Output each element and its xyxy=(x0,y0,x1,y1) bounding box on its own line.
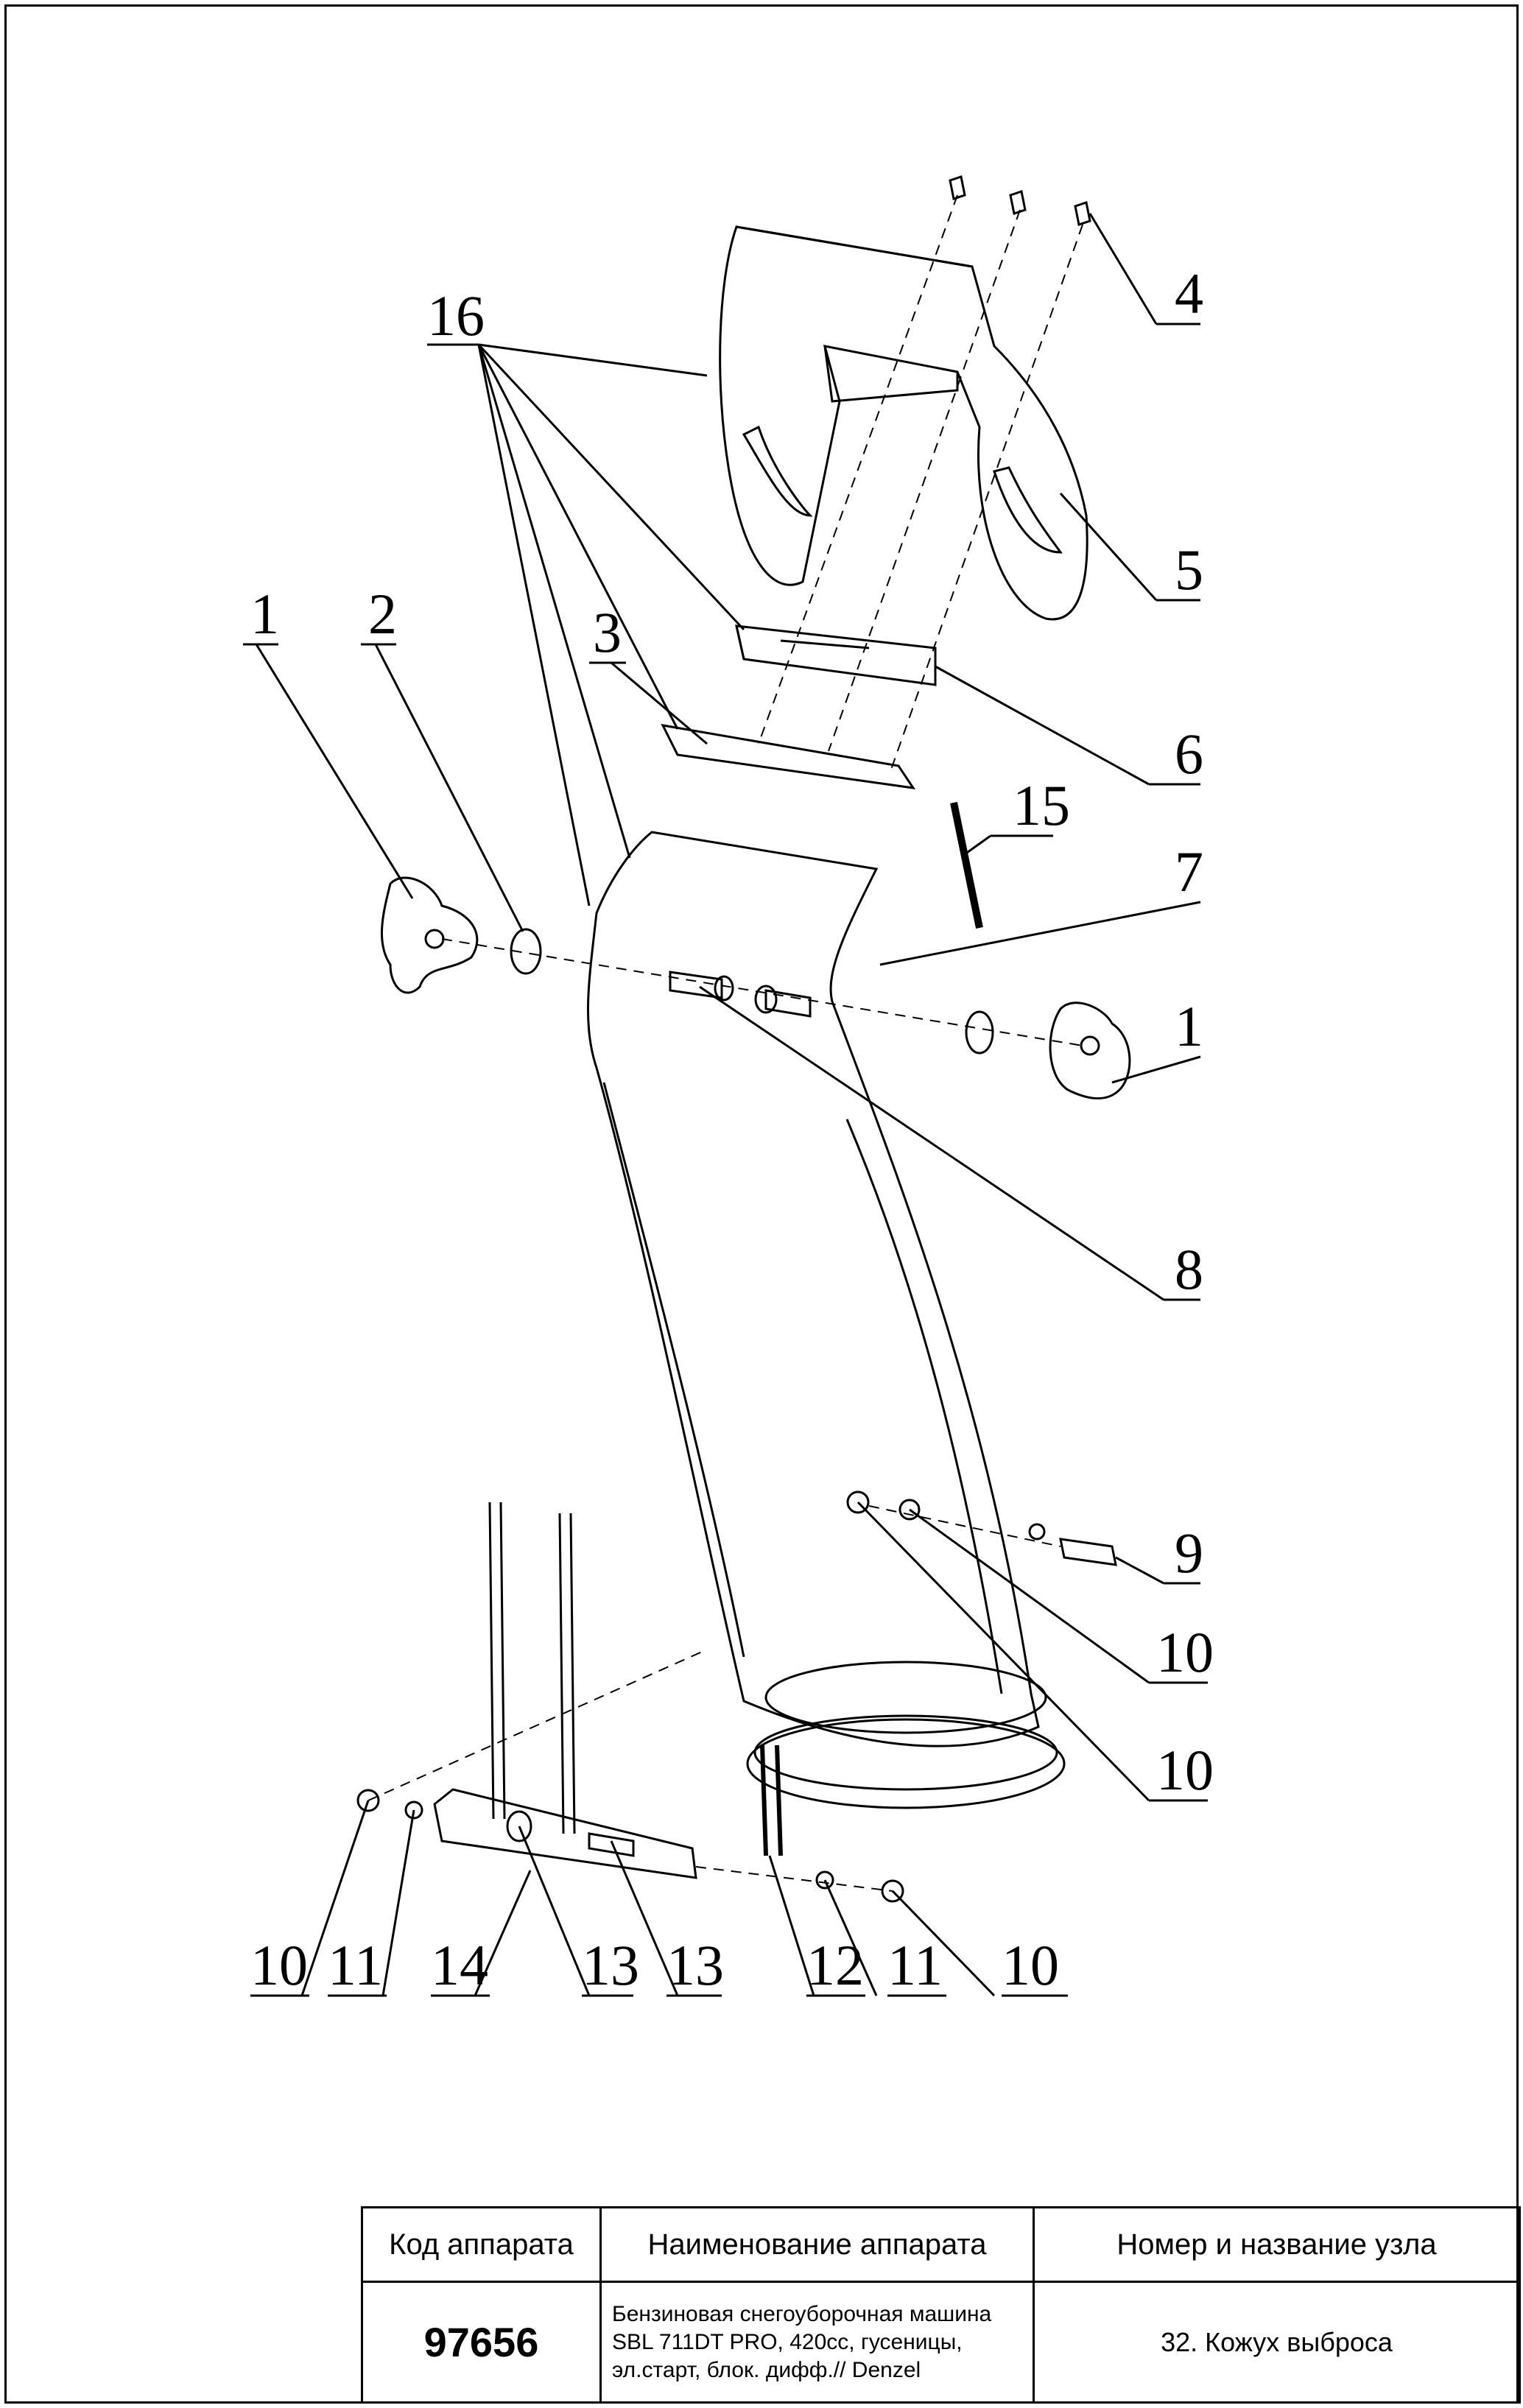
callout-10-b: 10 xyxy=(1156,1738,1214,1802)
callout-7: 7 xyxy=(1175,839,1203,904)
callout-6: 6 xyxy=(1175,722,1203,786)
device-name: Бензиновая снегоуборочная машина SBL 711… xyxy=(599,2281,1035,2404)
callout-2: 2 xyxy=(368,582,397,646)
callout-11-a: 11 xyxy=(328,1933,383,1997)
header-node: Номер и название узла xyxy=(1033,2206,1521,2283)
part-screws-4 xyxy=(949,175,1091,226)
device-name-line-3: эл.старт, блок. дифф.// Denzel xyxy=(612,2357,921,2382)
part-bolts-13 xyxy=(506,1810,635,1857)
part-nuts-10-11 xyxy=(356,1490,1046,1903)
device-code: 97656 xyxy=(361,2281,602,2404)
device-name-line-1: Бензиновая снегоуборочная машина xyxy=(612,2301,992,2326)
callout-1-left: 1 xyxy=(250,582,279,646)
part-plate-6 xyxy=(735,624,937,686)
part-rod-15 xyxy=(950,801,983,929)
device-name-line-2: SBL 711DT PRO, 420cc, гусеницы, xyxy=(612,2329,963,2354)
callout-10-d: 10 xyxy=(1002,1933,1059,1997)
callout-15: 15 xyxy=(1013,773,1070,837)
assembly-lines xyxy=(367,194,1083,1892)
callout-1-right: 1 xyxy=(1175,994,1203,1058)
header-code: Код аппарата xyxy=(361,2206,602,2283)
part-plate-3 xyxy=(661,724,916,789)
callout-10-a: 10 xyxy=(1156,1620,1214,1684)
part-bracket-14 xyxy=(433,1502,697,1879)
callout-9: 9 xyxy=(1175,1521,1203,1585)
part-knob-right xyxy=(1049,1001,1131,1100)
callout-8: 8 xyxy=(1175,1237,1203,1301)
callout-leaders xyxy=(243,213,1208,1997)
callout-10-c: 10 xyxy=(250,1933,308,1997)
part-washer-left xyxy=(510,928,542,975)
callout-13-a: 13 xyxy=(582,1933,639,1997)
callout-11-b: 11 xyxy=(887,1933,943,1997)
title-block: Код аппарата Наименование аппарата Номер… xyxy=(361,2206,1521,2404)
node-name: 32. Кожух выброса xyxy=(1033,2281,1521,2404)
part-bolt-9 xyxy=(1059,1538,1117,1566)
exploded-parts-diagram: 16 4 5 1 2 3 6 15 7 1 8 9 10 10 10 11 14… xyxy=(243,175,1214,1997)
part-spring-12 xyxy=(760,1745,783,1856)
drawing-frame xyxy=(4,4,1519,2404)
callout-12: 12 xyxy=(806,1933,864,1997)
callout-4: 4 xyxy=(1175,261,1203,325)
callout-3: 3 xyxy=(593,600,622,664)
callout-13-b: 13 xyxy=(666,1933,724,1997)
part-chute-body xyxy=(586,831,1066,1809)
callout-16: 16 xyxy=(427,284,485,348)
header-name: Наименование аппарата xyxy=(599,2206,1035,2283)
callout-14: 14 xyxy=(431,1933,488,1997)
part-knob-left xyxy=(381,876,479,994)
part-deflector xyxy=(719,225,1088,621)
callout-5: 5 xyxy=(1175,538,1203,602)
part-bolts-8 xyxy=(669,971,812,1018)
part-washer-right xyxy=(965,1010,994,1055)
